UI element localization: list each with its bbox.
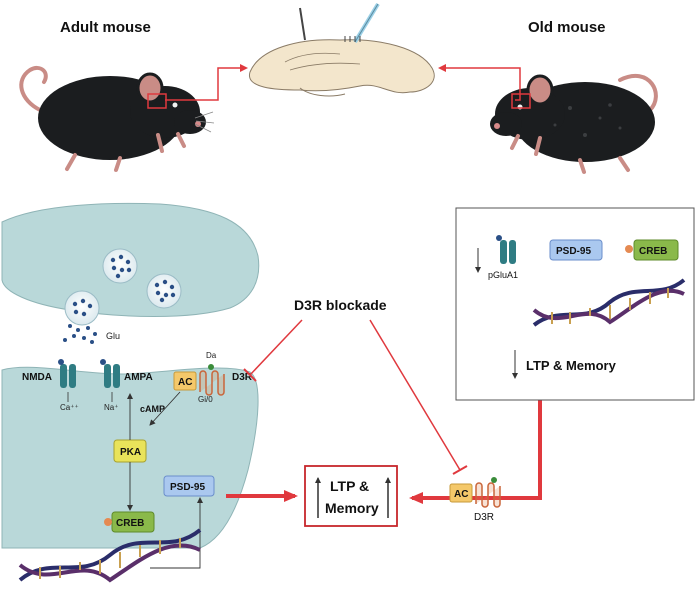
- old-mouse-illustration: [490, 73, 658, 174]
- phospho-icon-left: [104, 518, 112, 526]
- dna-icon-right: [532, 278, 686, 327]
- ltp-line1: LTP &: [330, 478, 369, 494]
- nmda-receptor-icon: [58, 359, 76, 388]
- glu-label: Glu: [106, 331, 120, 341]
- ac-label-right: AC: [454, 489, 468, 500]
- adult-mouse-illustration: [19, 65, 215, 172]
- ac-label-left: AC: [178, 377, 192, 388]
- ltp-line2: Memory: [325, 500, 379, 516]
- ltp-memory-right-label: LTP & Memory: [526, 358, 617, 373]
- pglua1-receptor-icon: [496, 235, 516, 264]
- old-mouse-title: Old mouse: [528, 19, 606, 36]
- ampa-receptor-icon: [100, 359, 120, 388]
- brain-slice-illustration: [249, 2, 435, 97]
- creb-box-right: [633, 239, 679, 261]
- ac-box-left: [173, 371, 197, 391]
- na-label: Na⁺: [104, 403, 118, 412]
- synaptic-vesicles: [63, 248, 182, 344]
- ac-box-right: [449, 483, 473, 503]
- dopamine-icon-right: [491, 477, 497, 483]
- da-label: Da: [206, 351, 217, 360]
- pglua1-label: pGluA1: [488, 270, 518, 280]
- blockade-inhibit-left: [249, 319, 303, 376]
- d3r-receptor-icon-right: [475, 482, 501, 508]
- ampa-label: AMPA: [124, 372, 153, 383]
- nmda-label: NMDA: [22, 372, 52, 383]
- psd95-box-left: [163, 475, 215, 497]
- camp-label: cAMP: [140, 404, 165, 414]
- old-to-brain-arrow: [438, 64, 521, 101]
- creb-label-left: CREB: [116, 518, 144, 529]
- old-pathway-arrow: [409, 400, 542, 504]
- psd95-label-right: PSD-95: [556, 246, 591, 257]
- adult-to-brain-arrow: [165, 64, 248, 101]
- d3r-label-right: D3R: [474, 512, 494, 523]
- psd95-label-left: PSD-95: [170, 482, 205, 493]
- d3r-label-left: D3R: [232, 372, 253, 383]
- dopamine-icon: [208, 364, 214, 370]
- d3r-receptor-icon-left: [199, 370, 225, 396]
- gio-label: Gi/0: [198, 395, 213, 404]
- pka-label: PKA: [120, 447, 141, 458]
- adult-mouse-title: Adult mouse: [60, 19, 151, 36]
- creb-label-right: CREB: [639, 246, 667, 257]
- psd95-box-right: [549, 239, 603, 261]
- ca-label: Ca⁺⁺: [60, 403, 79, 412]
- ltp-memory-box-center: [304, 465, 398, 527]
- phospho-icon-right: [625, 245, 633, 253]
- blockade-inhibit-right: [369, 319, 461, 471]
- d3r-blockade-label: D3R blockade: [294, 297, 387, 313]
- dna-icon-left: [18, 528, 202, 583]
